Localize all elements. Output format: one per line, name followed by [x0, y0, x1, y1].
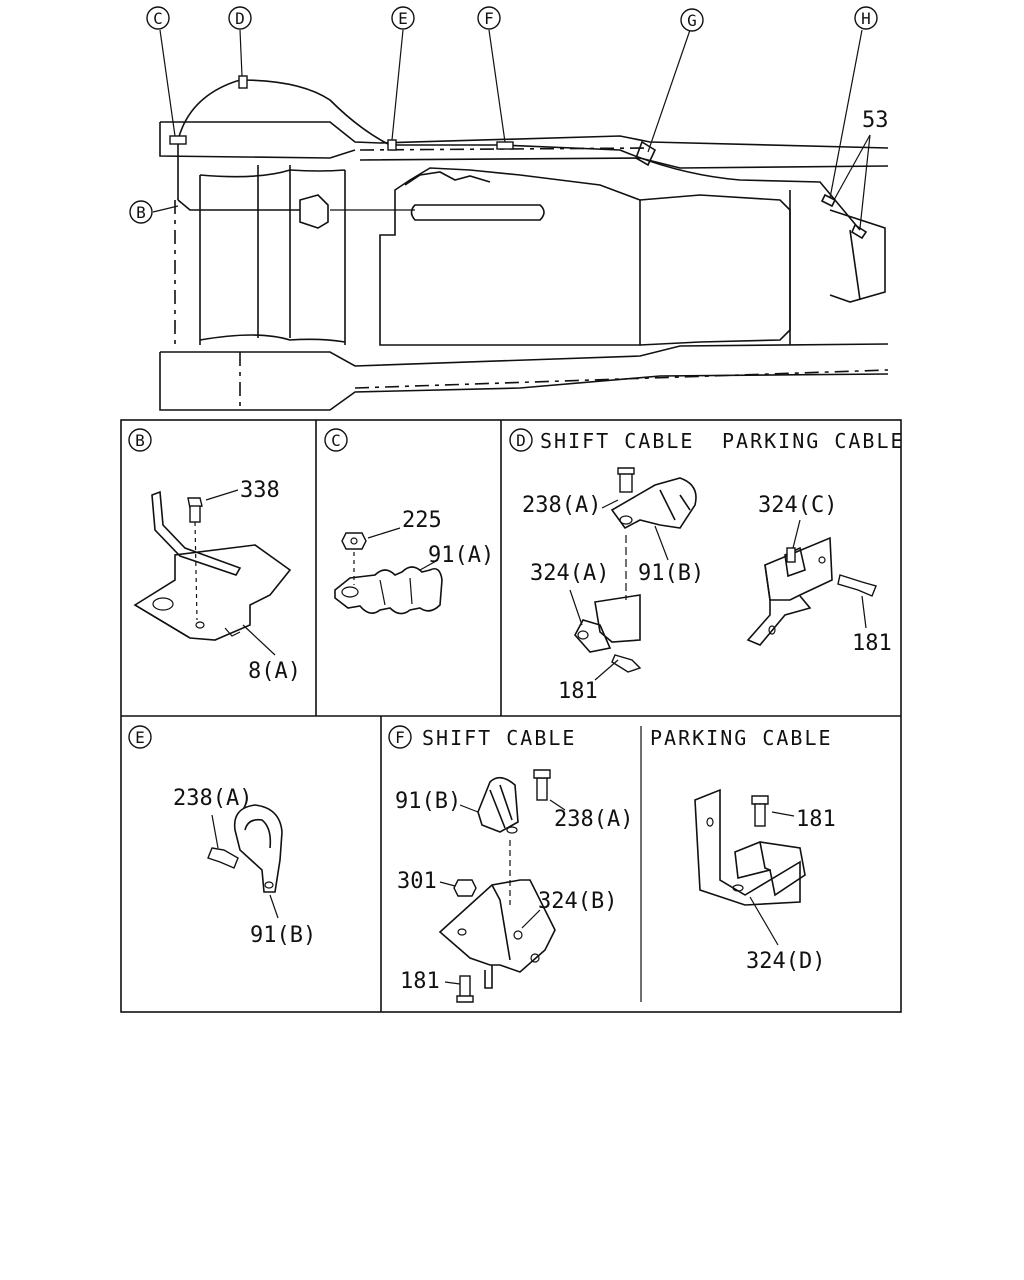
shift-bracket-f-drawing — [438, 769, 556, 1003]
label-324a: 324(A) — [530, 561, 609, 586]
svg-text:E: E — [398, 9, 408, 28]
bolt-338-drawing — [187, 497, 203, 621]
callout-f: F — [477, 6, 501, 30]
callout-b: B — [129, 200, 153, 224]
panel-d-shift-cable-title: SHIFT CABLE — [540, 429, 694, 453]
chassis-overview — [159, 75, 889, 411]
callout-g: G — [680, 8, 704, 32]
label-238a-e: 238(A) — [173, 786, 252, 811]
detail-panels-frame — [120, 419, 902, 1013]
clip-91b-e-drawing — [207, 804, 283, 893]
label-238a-f: 238(A) — [554, 807, 633, 832]
label-181-f-left: 181 — [400, 969, 440, 994]
callout-c: C — [146, 6, 170, 30]
panel-f-parking-cable-title: PARKING CABLE — [650, 726, 833, 750]
parking-bracket-324d-drawing — [694, 788, 806, 906]
panel-f-letter: F — [395, 728, 405, 747]
svg-text:D: D — [235, 9, 245, 28]
bracket-8a-drawing — [133, 490, 292, 641]
panel-e: E 238(A) 91(B) — [128, 725, 316, 948]
svg-text:H: H — [861, 9, 871, 28]
label-91b-e: 91(B) — [250, 923, 316, 948]
callout-d: D — [228, 6, 252, 30]
label-225: 225 — [402, 508, 442, 533]
panel-f: F SHIFT CABLE PARKING CABLE 91(B) 238(A)… — [388, 725, 836, 1003]
clip-91a-drawing — [334, 566, 443, 615]
callout-leaders — [152, 29, 871, 229]
panel-c-letter: C — [331, 431, 341, 450]
label-181-d-left: 181 — [558, 679, 598, 704]
panel-b-letter: B — [135, 431, 145, 450]
label-91b-f: 91(B) — [395, 789, 461, 814]
shift-bracket-d-drawing — [574, 467, 697, 673]
part-53-label: 53 — [862, 108, 889, 133]
panel-c: C 225 91(A) — [324, 428, 494, 615]
svg-text:C: C — [153, 9, 163, 28]
label-91a: 91(A) — [428, 543, 494, 568]
label-301: 301 — [397, 869, 437, 894]
label-91b-d: 91(B) — [638, 561, 704, 586]
label-181-d-right: 181 — [852, 631, 892, 656]
label-324c: 324(C) — [758, 493, 837, 518]
label-8a: 8(A) — [248, 659, 301, 684]
callout-e: E — [391, 6, 415, 30]
panel-b: B 338 8(A) — [128, 428, 301, 684]
panel-e-letter: E — [135, 728, 145, 747]
svg-text:F: F — [484, 9, 494, 28]
panel-f-shift-cable-title: SHIFT CABLE — [422, 726, 576, 750]
panel-d-letter: D — [516, 431, 526, 450]
nut-225-drawing — [341, 532, 367, 585]
label-238a-d: 238(A) — [522, 493, 601, 518]
label-181-f-right: 181 — [796, 807, 836, 832]
svg-text:B: B — [136, 203, 146, 222]
parking-bracket-324c-drawing — [746, 536, 877, 646]
label-324b: 324(B) — [538, 889, 617, 914]
panel-d-parking-cable-title: PARKING CABLE — [722, 429, 905, 453]
label-338: 338 — [240, 478, 280, 503]
svg-text:G: G — [687, 11, 697, 30]
callout-h: H — [854, 6, 878, 30]
label-324d: 324(D) — [746, 949, 825, 974]
panel-d: D SHIFT CABLE PARKING CABLE 238(A) 91(B)… — [509, 428, 905, 704]
